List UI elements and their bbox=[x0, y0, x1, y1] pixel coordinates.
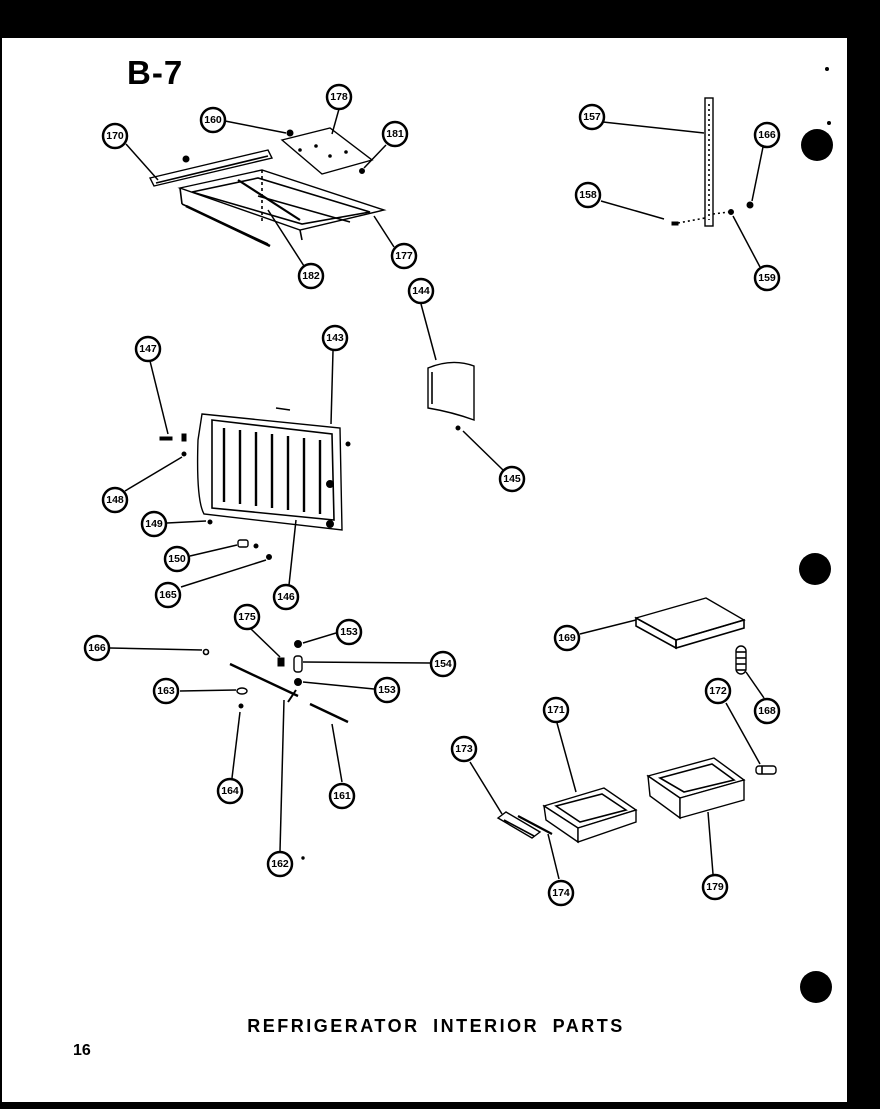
callout-158: 158 bbox=[574, 181, 602, 209]
svg-text:164: 164 bbox=[221, 785, 239, 797]
callout-160: 160 bbox=[199, 106, 227, 134]
small-panel-part bbox=[427, 361, 475, 421]
svg-text:177: 177 bbox=[395, 250, 413, 262]
svg-text:154: 154 bbox=[434, 658, 452, 670]
svg-text:157: 157 bbox=[583, 111, 601, 123]
callout-146: 146 bbox=[272, 583, 300, 611]
svg-text:165: 165 bbox=[159, 589, 177, 601]
callout-157: 157 bbox=[578, 103, 606, 131]
callout-165: 165 bbox=[154, 581, 182, 609]
leader-lines bbox=[109, 108, 765, 880]
callout-148: 148 bbox=[101, 486, 129, 514]
svg-text:182: 182 bbox=[302, 270, 320, 282]
drawers-drawing bbox=[496, 757, 746, 844]
svg-text:145: 145 bbox=[503, 473, 521, 485]
svg-text:158: 158 bbox=[579, 189, 597, 201]
punch-hole-bottom bbox=[800, 971, 832, 1003]
svg-text:169: 169 bbox=[558, 632, 576, 644]
callout-162: 162 bbox=[266, 850, 294, 878]
page-id: B-7 bbox=[127, 54, 184, 91]
callout-170: 170 bbox=[101, 122, 129, 150]
svg-text:159: 159 bbox=[758, 272, 776, 284]
svg-text:153: 153 bbox=[340, 626, 358, 638]
svg-text:143: 143 bbox=[326, 332, 344, 344]
small-panel-drawing bbox=[427, 361, 475, 431]
svg-text:175: 175 bbox=[238, 611, 256, 623]
callout-179: 179 bbox=[701, 873, 729, 901]
callout-154: 154 bbox=[429, 650, 457, 678]
callout-153-top: 153 bbox=[335, 618, 363, 646]
svg-text:163: 163 bbox=[157, 685, 175, 697]
svg-text:171: 171 bbox=[547, 704, 565, 716]
crisper-cover-part bbox=[196, 413, 343, 531]
callout-153-bottom: 153 bbox=[373, 676, 401, 704]
slide-rail-part bbox=[496, 811, 542, 839]
svg-text:181: 181 bbox=[386, 128, 404, 140]
svg-text:174: 174 bbox=[552, 887, 570, 899]
scan-speck bbox=[825, 67, 829, 71]
svg-text:160: 160 bbox=[204, 114, 222, 126]
svg-text:149: 149 bbox=[145, 518, 163, 530]
svg-text:144: 144 bbox=[412, 285, 430, 297]
callout-159: 159 bbox=[753, 264, 781, 292]
svg-text:168: 168 bbox=[758, 705, 776, 717]
callout-144: 144 bbox=[407, 277, 435, 305]
callout-147: 147 bbox=[134, 335, 162, 363]
callout-166-clip: 166 bbox=[83, 634, 111, 662]
shelf-plate-part bbox=[280, 127, 374, 175]
punch-hole-top bbox=[801, 129, 833, 161]
callout-143: 143 bbox=[321, 324, 349, 352]
callout-145: 145 bbox=[498, 465, 526, 493]
pan-cover-drawing bbox=[634, 597, 747, 675]
shelf-frame-part bbox=[177, 169, 387, 231]
svg-text:166: 166 bbox=[758, 129, 776, 141]
ladder-rack-drawing bbox=[671, 97, 754, 227]
ladder-rack-part bbox=[704, 97, 714, 227]
diagram-caption: REFRIGERATOR INTERIOR PARTS bbox=[247, 1016, 625, 1036]
callout-175: 175 bbox=[233, 603, 261, 631]
callout-161: 161 bbox=[328, 782, 356, 810]
page-number: 16 bbox=[73, 1042, 91, 1059]
callout-168: 168 bbox=[753, 697, 781, 725]
svg-text:173: 173 bbox=[455, 743, 473, 755]
scan-speck bbox=[827, 121, 831, 125]
callout-169: 169 bbox=[553, 624, 581, 652]
spring-part bbox=[735, 645, 747, 675]
callout-177: 177 bbox=[390, 242, 418, 270]
crisper-cover-drawing bbox=[159, 407, 351, 560]
callout-164: 164 bbox=[216, 777, 244, 805]
svg-text:179: 179 bbox=[706, 881, 724, 893]
callout-173: 173 bbox=[450, 735, 478, 763]
svg-text:148: 148 bbox=[106, 494, 124, 506]
svg-text:161: 161 bbox=[333, 790, 351, 802]
svg-text:147: 147 bbox=[139, 343, 157, 355]
callout-174: 174 bbox=[547, 879, 575, 907]
linkage-drawing bbox=[202, 640, 349, 860]
crisper-grille-slots bbox=[222, 428, 322, 514]
roller-drawing bbox=[755, 765, 777, 775]
svg-text:170: 170 bbox=[106, 130, 124, 142]
callout-172: 172 bbox=[704, 677, 732, 705]
svg-text:178: 178 bbox=[330, 91, 348, 103]
callout-181: 181 bbox=[381, 120, 409, 148]
svg-text:166: 166 bbox=[88, 642, 106, 654]
shelf-assembly-drawing bbox=[148, 127, 387, 248]
callout-182: 182 bbox=[297, 262, 325, 290]
svg-text:162: 162 bbox=[271, 858, 289, 870]
callout-150: 150 bbox=[163, 545, 191, 573]
svg-text:146: 146 bbox=[277, 591, 295, 603]
callout-171: 171 bbox=[542, 696, 570, 724]
svg-text:153: 153 bbox=[378, 684, 396, 696]
punch-hole-middle bbox=[799, 553, 831, 585]
svg-text:172: 172 bbox=[709, 685, 727, 697]
callout-149: 149 bbox=[140, 510, 168, 538]
pan-cover-part bbox=[634, 597, 746, 641]
svg-text:150: 150 bbox=[168, 553, 186, 565]
callout-163: 163 bbox=[152, 677, 180, 705]
callout-178: 178 bbox=[325, 83, 353, 111]
callout-166: 166 bbox=[753, 121, 781, 149]
